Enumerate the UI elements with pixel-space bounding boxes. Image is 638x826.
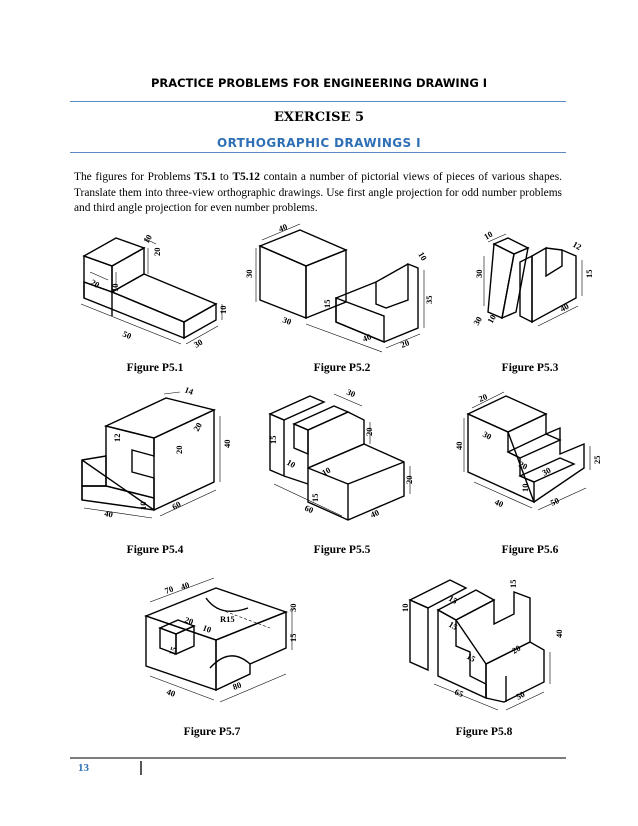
dim-label: 65 [453,687,465,699]
figure-p5-4-caption: Figure P5.4 [126,544,184,556]
dim-label: 50 [549,495,561,508]
dim-label: 12 [571,239,583,252]
figure-p5-1-caption: Figure P5.1 [126,362,184,374]
dim-label: 30 [345,387,357,400]
figure-p5-5-caption: Figure P5.5 [313,544,371,556]
dim-label: 40 [179,580,190,592]
dim-label: 30 [474,270,484,279]
figure-p5-6-drawing: 20 30 40 20 30 25 10 40 50 [454,391,602,511]
figure-p5-7-caption: Figure P5.7 [183,726,241,738]
dim-label: 20 [174,446,184,455]
dim-label: 15 [310,494,320,503]
dim-label: 40 [104,508,114,519]
exercise-subtitle: ORTHOGRAPHIC DRAWINGS I [216,136,422,150]
dim-label: 40 [361,331,373,343]
subtitle-rule [70,152,566,153]
dim-label: 15 [288,634,298,643]
dim-label: 15 [465,651,477,664]
header-rule [70,101,566,102]
dim-label: 10 [400,604,410,613]
dim-label: 20 [191,421,204,433]
dim-label: 10 [320,465,332,478]
dim-label: 20 [152,248,162,257]
dim-label: 10 [110,284,120,293]
dim-label: 15 [268,436,278,445]
dim-label: 15 [508,580,518,589]
dim-label: 40 [369,507,381,520]
dim-label: 40 [222,440,232,449]
dim-label: 15 [322,300,332,309]
dim-label: 40 [277,221,289,233]
figure-p5-2-drawing: 40 30 10 15 35 30 40 20 [244,221,434,353]
intro-bold-t51: T5.1 [194,171,217,183]
dim-label: 15 [584,270,594,279]
dim-label: R15 [220,614,235,624]
dim-label: 40 [554,630,564,639]
dim-label: 70 [163,584,174,596]
page-number: 13 [78,762,89,774]
dim-label: 14 [183,384,195,397]
dim-label: 30 [471,315,484,327]
dim-label: 50 [121,329,133,341]
dim-label: 20 [183,614,194,626]
figure-p5-4-drawing: 14 12 20 20 40 40 10 60 [81,384,232,519]
figure-p5-8-caption: Figure P5.8 [455,726,513,738]
figure-p5-7-drawing: 70 40 R15 30 20 10 15 15 40 80 [143,577,298,703]
dim-label: 10 [138,502,148,511]
dim-label: 40 [165,686,176,698]
dim-label: 10 [141,233,154,245]
dim-label: 10 [416,250,429,262]
intro-text-3: contain a number of pictorial views of p… [74,171,563,214]
dim-label: 15 [166,645,178,656]
dim-label: 50 [514,689,526,702]
dim-label: 12 [112,434,122,443]
dim-label: 20 [364,428,374,437]
dim-label: 10 [201,622,212,634]
figure-p5-5-drawing: 30 15 20 10 10 15 20 60 40 [268,387,414,521]
dim-label: 20 [404,476,414,485]
dim-label: 20 [510,643,522,656]
dim-label: 25 [592,456,602,465]
dim-label: 20 [517,459,529,472]
intro-text-2: to [216,171,233,183]
dim-label: 10 [285,457,297,470]
figure-p5-2-caption: Figure P5.2 [313,362,371,374]
dim-label: 30 [244,270,254,279]
dim-label: 30 [540,465,552,478]
dim-label: 30 [192,337,204,350]
dim-label: 10 [520,484,530,493]
dim-label: 30 [288,604,298,613]
dim-label: 35 [424,296,434,305]
figure-p5-1-drawing: 10 20 20 10 10 50 30 [80,233,228,350]
exercise-title: EXERCISE 5 [273,110,364,125]
dim-label: 40 [493,497,505,510]
intro-bold-t512: T5.12 [232,171,260,183]
figure-p5-3-caption: Figure P5.3 [501,362,559,374]
intro-paragraph: The figures for Problems T5.1 to T5.12 c… [74,170,562,217]
page-header-title: PRACTICE PROBLEMS FOR ENGINEERING DRAWIN… [150,76,488,90]
dim-label: 20 [399,337,411,349]
dim-label: 20 [477,391,489,403]
dim-label: 10 [485,313,498,325]
intro-text-1: The figures for Problems [74,171,195,183]
dim-label: 60 [303,503,315,516]
dim-label: 30 [281,314,292,326]
dim-label: 60 [170,499,182,512]
footer-rule [70,757,566,759]
dim-label: 30 [481,429,493,442]
dim-label: 40 [558,301,570,314]
dim-label: 80 [231,680,242,692]
dim-label: 40 [454,442,464,451]
figure-p5-3-drawing: 10 30 12 15 30 10 40 [471,229,594,327]
figure-p5-6-caption: Figure P5.6 [501,544,559,556]
dim-label: 10 [218,306,228,315]
footer-separator [140,761,142,775]
figure-p5-8-drawing: 10 15 15 15 40 20 15 65 50 [400,579,564,711]
